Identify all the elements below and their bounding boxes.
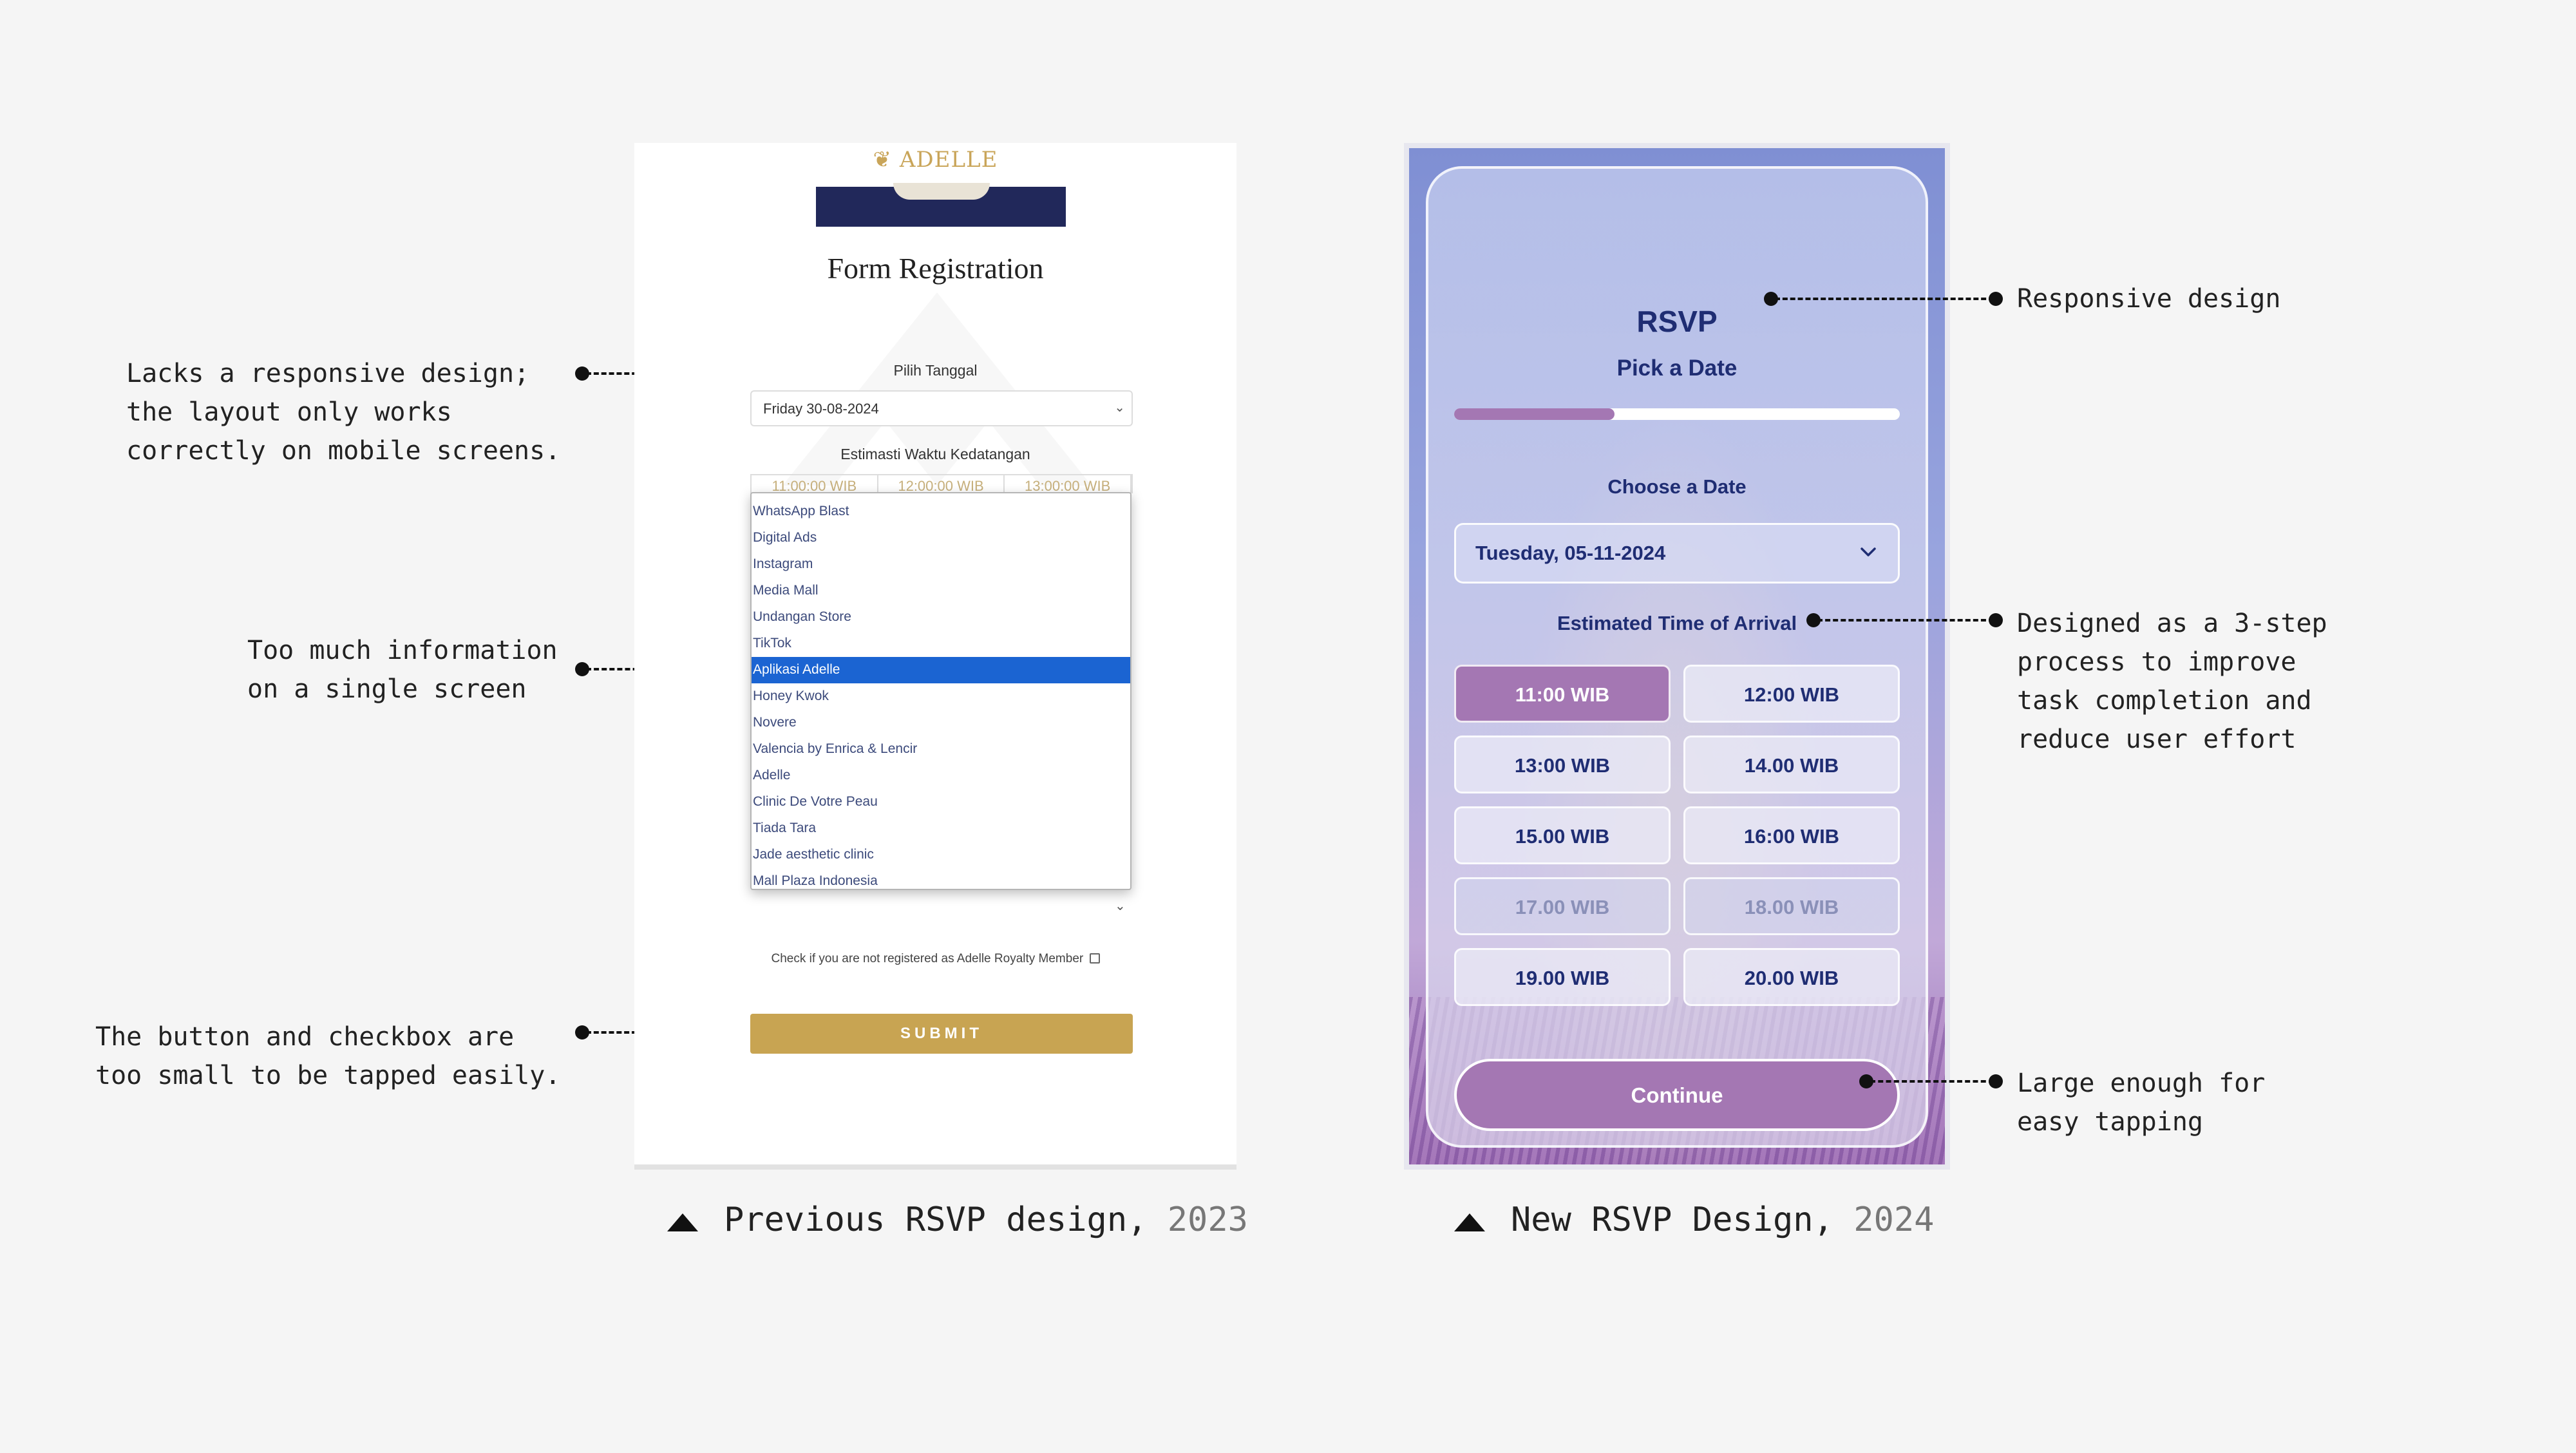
time-slot: 18.00 WIB <box>1683 877 1900 935</box>
continue-button[interactable]: Continue <box>1454 1059 1900 1131</box>
adelle-logo: ❦ ADELLE <box>873 147 998 173</box>
dropdown-option[interactable]: Clinic De Votre Peau <box>753 794 878 809</box>
dropdown-option[interactable]: WhatsApp Blast <box>753 504 849 518</box>
annotation-dot <box>1989 613 2003 627</box>
new-rsvp-screen: RSVP Pick a Date Choose a Date Tuesday, … <box>1404 143 1950 1170</box>
time-slot[interactable]: 13:00:00 WIB <box>1005 475 1132 494</box>
rsvp-title: RSVP <box>1636 305 1718 338</box>
annotation-dot <box>1859 1074 1873 1088</box>
member-checkbox[interactable] <box>1089 953 1100 964</box>
dropdown-option[interactable]: Adelle <box>753 768 791 783</box>
caption-new-text: New RSVP Design, <box>1511 1201 1854 1239</box>
time-slot[interactable]: 15.00 WIB <box>1454 806 1671 864</box>
annotation-dot <box>575 1025 589 1040</box>
dropdown-option[interactable]: Valencia by Enrica & Lencir <box>753 741 918 756</box>
dropdown-option[interactable]: Jade aesthetic clinic <box>753 847 874 862</box>
time-slot[interactable]: 13:00 WIB <box>1454 736 1671 793</box>
time-slot: 17.00 WIB <box>1454 877 1671 935</box>
submit-button[interactable]: SUBMIT <box>750 1014 1133 1054</box>
dropdown-option[interactable]: Undangan Store <box>753 609 851 624</box>
choose-date-label: Choose a Date <box>1607 475 1747 498</box>
annotation-dot <box>1806 613 1821 627</box>
dropdown-option[interactable]: Media Mall <box>753 583 819 598</box>
banner-image <box>893 183 990 200</box>
header-banner <box>816 183 1066 227</box>
chevron-down-icon: ⌄ <box>1114 401 1125 415</box>
time-slot[interactable]: 11:00:00 WIB <box>752 475 878 494</box>
annotation-dot <box>1989 1074 2003 1088</box>
rsvp-card: RSVP Pick a Date Choose a Date Tuesday, … <box>1426 166 1928 1148</box>
step-progress-fill <box>1454 408 1615 420</box>
time-slot[interactable]: 20.00 WIB <box>1683 948 1900 1006</box>
caption-new: New RSVP Design, 2024 <box>1511 1201 1934 1239</box>
royalty-member-check: Check if you are not registered as Adell… <box>634 952 1236 966</box>
time-slot-selected[interactable]: 11:00 WIB <box>1454 665 1671 723</box>
time-slot[interactable]: 14.00 WIB <box>1683 736 1900 793</box>
annotation-leader <box>1870 1080 1994 1083</box>
annotation-dot <box>1764 292 1778 306</box>
date-select[interactable]: Friday 30-08-2024 ⌄ <box>750 390 1133 426</box>
time-slot[interactable]: 12:00 WIB <box>1683 665 1900 723</box>
caret-up-icon <box>1454 1213 1485 1231</box>
watermark-mountain-icon <box>782 292 1092 486</box>
step-progress-bar <box>1454 408 1900 420</box>
annotation-dot <box>1989 292 2003 306</box>
time-slot[interactable]: 16:00 WIB <box>1683 806 1900 864</box>
time-slot[interactable]: 19.00 WIB <box>1454 948 1671 1006</box>
date-label: Pilih Tanggal <box>893 362 978 379</box>
dropdown-option[interactable]: Honey Kwok <box>753 689 829 703</box>
dropdown-option[interactable]: Instagram <box>753 556 813 571</box>
dropdown-option[interactable]: Novere <box>753 715 797 730</box>
date-select[interactable]: Tuesday, 05-11-2024 <box>1454 523 1900 584</box>
annotation-small-targets: The button and checkbox are too small to… <box>95 1022 561 1090</box>
annotation-responsive: Responsive design <box>2017 284 2281 314</box>
step-title: Pick a Date <box>1616 356 1738 381</box>
caption-previous-year: 2023 <box>1167 1201 1248 1239</box>
checkbox-label: Check if you are not registered as Adell… <box>771 952 1084 965</box>
time-label: Estimasti Waktu Kedatangan <box>840 446 1030 462</box>
annotation-leader <box>1817 619 1994 622</box>
caption-new-year: 2024 <box>1853 1201 1935 1239</box>
annotation-leader <box>1775 298 1994 300</box>
dropdown-option[interactable]: Digital Ads <box>753 530 817 545</box>
chevron-down-icon: ⌄ <box>1115 898 1126 913</box>
annotation-dot <box>575 662 589 676</box>
date-select-value: Tuesday, 05-11-2024 <box>1475 542 1666 564</box>
time-slot-row: 11:00:00 WIB 12:00:00 WIB 13:00:00 WIB <box>750 474 1133 494</box>
dropdown-option-selected[interactable]: Aplikasi Adelle <box>752 657 1130 683</box>
dropdown-option[interactable]: Mall Plaza Indonesia <box>753 873 878 888</box>
time-slot[interactable]: 12:00:00 WIB <box>878 475 1005 494</box>
source-dropdown-list[interactable]: WhatsApp Blast Digital Ads Instagram Med… <box>750 492 1132 890</box>
chevron-down-icon <box>1861 547 1876 556</box>
form-title: Form Registration <box>827 252 1044 285</box>
annotation-responsive-issue: Lacks a responsive design; the layout on… <box>126 359 561 466</box>
annotation-info-overload: Too much information on a single screen <box>247 636 558 704</box>
eta-label: Estimated Time of Arrival <box>1557 612 1797 634</box>
caret-up-icon <box>667 1213 698 1231</box>
caption-previous: Previous RSVP design, 2023 <box>724 1201 1248 1239</box>
dropdown-option[interactable]: Tiada Tara <box>753 821 817 835</box>
annotation-large-target: Large enough for easy tapping <box>2017 1068 2266 1137</box>
old-rsvp-screen: ❦ ADELLE Form Registration Pilih Tanggal… <box>634 143 1236 1170</box>
date-select-value: Friday 30-08-2024 <box>763 401 879 417</box>
annotation-three-step: Designed as a 3-step process to improve … <box>2017 609 2327 754</box>
annotation-dot <box>575 366 589 381</box>
dropdown-option[interactable]: TikTok <box>753 636 791 651</box>
caption-previous-text: Previous RSVP design, <box>724 1201 1168 1239</box>
